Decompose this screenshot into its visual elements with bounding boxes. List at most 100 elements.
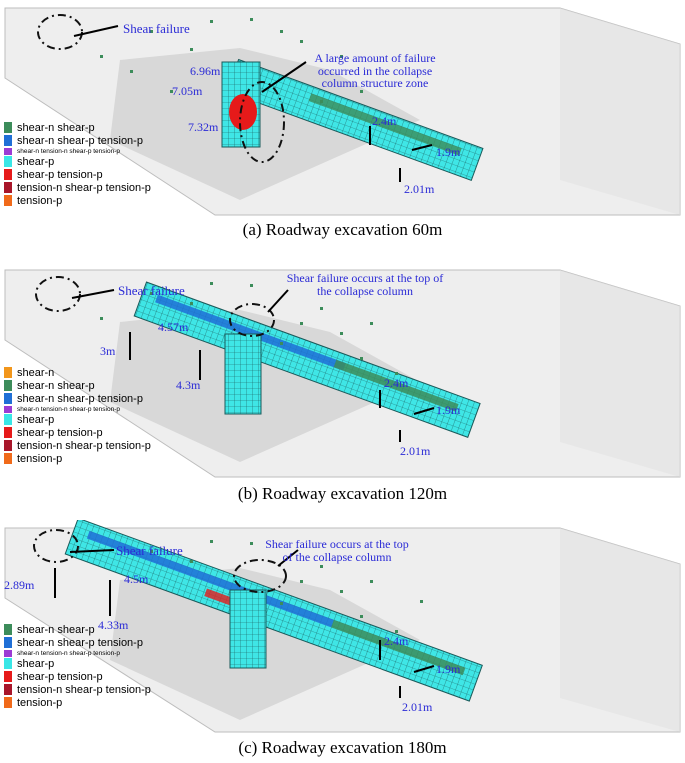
dashed-circle-shear — [35, 276, 81, 312]
legend-item: shear-p tension-p — [4, 427, 151, 440]
dashed-circle-column — [239, 81, 285, 163]
box-right-face — [560, 8, 680, 215]
legend-item: shear-n shear-p tension-p — [4, 135, 151, 148]
dimension-label: 2.01m — [402, 700, 433, 714]
legend-item: shear-n shear-p — [4, 122, 151, 135]
collapse-column-shadow — [110, 310, 420, 462]
dimension-label: 7.05m — [172, 84, 203, 98]
legend-label: shear-p tension-p — [17, 671, 103, 683]
annotation-note: A large amount of failure occurred in th… — [314, 51, 436, 91]
caption-b: (b) Roadway excavation 120m — [237, 484, 448, 503]
dimension-label: 1.9m — [436, 403, 461, 417]
legend-swatch — [4, 393, 12, 404]
dimension-label: 7.32m — [188, 120, 219, 134]
legend-swatch — [4, 406, 12, 413]
legend-label: tension-n shear-p tension-p — [17, 440, 151, 452]
panel-b: Shear failure Shear failure occurs at th… — [0, 262, 685, 507]
dashed-circle-shear — [33, 529, 79, 563]
annotation-note: Shear failure occurs at the top of the c… — [265, 537, 409, 564]
legend-item: tension-p — [4, 697, 151, 710]
legend-item: shear-n tension-n shear-p tension-p — [4, 650, 151, 658]
legend-label: shear-n shear-p tension-p — [17, 637, 143, 649]
dimension-label: 2.4m — [384, 634, 409, 648]
legend-swatch — [4, 380, 12, 391]
legend-label: tension-n shear-p tension-p — [17, 182, 151, 194]
dimension-label: 2.01m — [404, 182, 435, 196]
caption-a: (a) Roadway excavation 60m — [242, 220, 443, 239]
dimension-label: 2.4m — [384, 376, 409, 390]
legend-label: shear-n tension-n shear-p tension-p — [17, 650, 120, 657]
legend-item: shear-n shear-p tension-p — [4, 637, 151, 650]
legend-swatch — [4, 440, 12, 451]
roadway-tunnel — [133, 281, 481, 438]
legend-swatch — [4, 697, 12, 708]
legend-swatch — [4, 650, 12, 657]
legend-item: tension-n shear-p tension-p — [4, 440, 151, 453]
legend-item: shear-n shear-p — [4, 380, 151, 393]
legend-item: tension-n shear-p tension-p — [4, 182, 151, 195]
collapse-column-block — [229, 589, 267, 669]
legend-swatch — [4, 169, 12, 180]
caption-c: (c) Roadway excavation 180m — [238, 738, 447, 757]
collapse-column-block — [224, 333, 262, 415]
legend-label: tension-p — [17, 697, 63, 709]
roadway-tunnel — [64, 520, 483, 702]
legend-label: shear-n tension-n shear-p tension-p — [17, 148, 120, 155]
legend-label: shear-n — [17, 367, 55, 379]
box-right-face — [560, 528, 680, 732]
dimension-label: 2.4m — [372, 114, 397, 128]
legend-item: shear-n — [4, 367, 151, 380]
legend-label: shear-n shear-p — [17, 380, 95, 392]
model-figure-b — [4, 269, 681, 478]
legend-label: shear-n shear-p tension-p — [17, 393, 143, 405]
dimension-label: 1.9m — [436, 145, 461, 159]
annotation-note: Shear failure occurs at the top of the c… — [286, 271, 444, 298]
legend-item: shear-p — [4, 414, 151, 427]
dimension-label: 2.01m — [400, 444, 431, 458]
panel-a: Shear failure A large amount of failure … — [0, 0, 685, 250]
legend-swatch — [4, 453, 12, 464]
legend-swatch — [4, 427, 12, 438]
legend-swatch — [4, 182, 12, 193]
legend-item: tension-p — [4, 453, 151, 466]
scattered-failure-points — [100, 282, 398, 375]
legend-item: shear-n tension-n shear-p tension-p — [4, 148, 151, 156]
legend-label: shear-n shear-p — [17, 624, 95, 636]
legend-label: shear-n shear-p — [17, 122, 95, 134]
legend-item: shear-n shear-p — [4, 624, 151, 637]
dashed-circle-shear — [37, 14, 83, 50]
dimension-label: 1.9m — [436, 662, 461, 676]
legend-swatch — [4, 367, 12, 378]
legend-label: shear-p tension-p — [17, 169, 103, 181]
legend-swatch — [4, 637, 12, 648]
legend-swatch — [4, 671, 12, 682]
legend-swatch — [4, 135, 12, 146]
legend-item: tension-p — [4, 195, 151, 208]
annotation-shear-failure: Shear failure — [118, 283, 185, 298]
legend-label: shear-p — [17, 658, 55, 670]
legend-swatch — [4, 148, 12, 155]
legend-swatch — [4, 156, 12, 167]
dimension-label: 4.57m — [158, 320, 189, 334]
dashed-circle-column — [233, 559, 287, 593]
legend-item: shear-p tension-p — [4, 671, 151, 684]
scattered-failure-points — [100, 18, 363, 103]
legend-label: tension-p — [17, 195, 63, 207]
legend-item: shear-n tension-n shear-p tension-p — [4, 406, 151, 414]
dashed-circle-column — [229, 303, 275, 337]
legend-swatch — [4, 195, 12, 206]
annotation-shear-failure: Shear failure — [116, 543, 183, 558]
legend-label: tension-p — [17, 453, 63, 465]
scattered-failure-points — [150, 540, 423, 633]
dimension-label: 4.5m — [124, 572, 149, 586]
model-figure-a — [4, 7, 681, 216]
legend-swatch — [4, 414, 12, 425]
box-right-face — [560, 270, 680, 477]
legend-label: shear-n shear-p tension-p — [17, 135, 143, 147]
legend-item: shear-p tension-p — [4, 169, 151, 182]
dimension-label: 3m — [100, 344, 116, 358]
dimension-label: 6.96m — [190, 64, 221, 78]
dimension-label: 4.3m — [176, 378, 201, 392]
